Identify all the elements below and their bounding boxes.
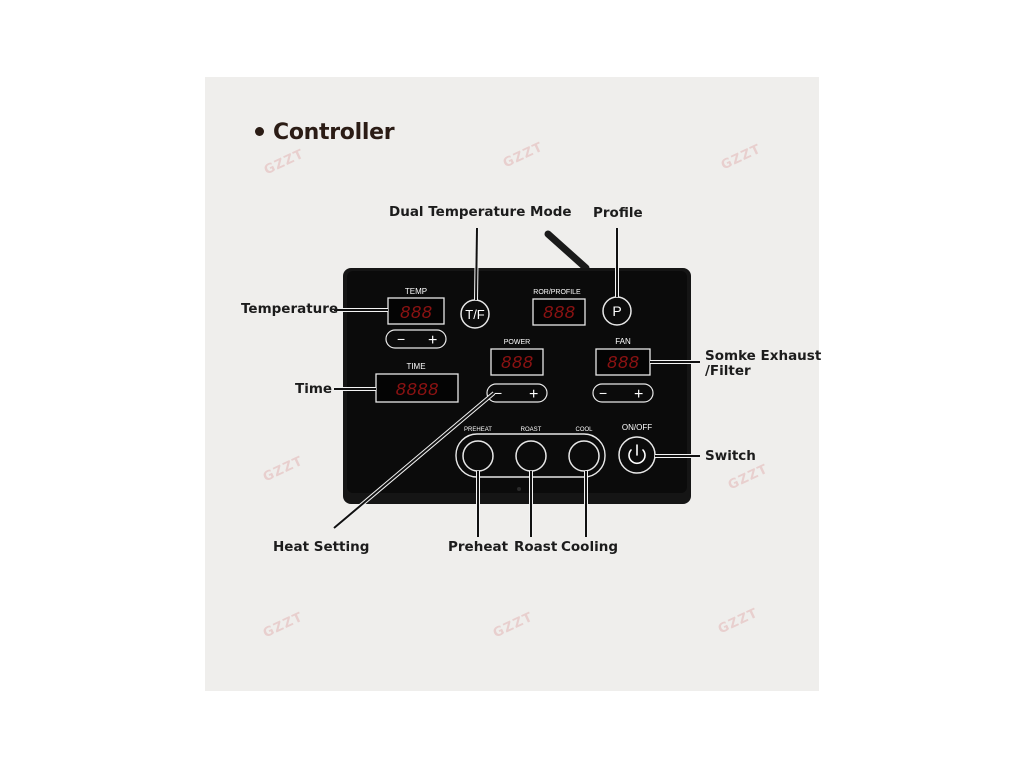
ror-digits: 888: [543, 304, 576, 324]
temp-minus-button[interactable]: −: [397, 331, 405, 347]
cool-label: COOL: [575, 427, 593, 433]
preheat-button[interactable]: [462, 440, 494, 472]
temp-digits: 888: [400, 304, 433, 324]
callout-cooling: Cooling: [561, 539, 618, 555]
callout-smoke-exhaust-line2: /Filter: [705, 363, 751, 379]
fan-plus-button[interactable]: +: [634, 386, 643, 403]
power-display: [490, 348, 544, 376]
tf-button[interactable]: [460, 299, 490, 329]
heading-text: Controller: [273, 120, 395, 145]
fan-display: [595, 348, 651, 376]
time-digits: 8888: [395, 381, 438, 401]
onoff-label: ON/OFF: [622, 423, 652, 432]
power-plus-button[interactable]: +: [529, 386, 538, 403]
panel-screw: [517, 487, 521, 491]
callout-switch: Switch: [705, 448, 756, 464]
callout-time: Time: [295, 381, 333, 397]
fan-stepper[interactable]: [592, 383, 654, 403]
time-display: [375, 373, 459, 403]
callout-smoke-exhaust: Somke Exhaust /Filter: [705, 349, 821, 379]
fan-label: FAN: [615, 337, 631, 346]
roast-label: ROAST: [521, 427, 542, 433]
profile-button-label: P: [612, 303, 621, 319]
time-label: TIME: [406, 362, 425, 371]
callout-profile: Profile: [593, 205, 643, 221]
callout-temperature: Temperature: [241, 301, 339, 317]
temp-stepper[interactable]: [385, 329, 447, 349]
callout-preheat: Preheat: [448, 539, 509, 555]
temp-label: TEMP: [405, 287, 427, 296]
power-stepper[interactable]: [486, 383, 548, 403]
power-cable: [544, 230, 590, 272]
cool-button[interactable]: [568, 440, 600, 472]
bullet-dot: [255, 126, 264, 136]
controller-face: [347, 271, 687, 493]
tf-button-label: T/F: [465, 307, 485, 322]
power-label: POWER: [504, 339, 530, 346]
callout-roast: Roast: [514, 539, 558, 555]
section-heading: Controller: [255, 120, 395, 145]
power-minus-button[interactable]: −: [494, 385, 502, 401]
power-digits: 888: [501, 354, 534, 374]
preheat-label: PREHEAT: [464, 427, 492, 433]
callout-leaders: [332, 227, 700, 537]
power-icon: [628, 444, 646, 465]
fan-digits: 888: [607, 354, 640, 374]
callout-dual-temperature-mode: Dual Temperature Mode: [389, 204, 572, 220]
fan-minus-button[interactable]: −: [599, 385, 607, 401]
ror-display: [532, 298, 586, 326]
roast-button[interactable]: [515, 440, 547, 472]
callout-heat-setting: Heat Setting: [273, 539, 370, 555]
callout-smoke-exhaust-line1: Somke Exhaust: [705, 348, 822, 364]
ror-profile-label: ROR/PROFILE: [533, 289, 581, 296]
temp-plus-button[interactable]: +: [428, 332, 437, 349]
